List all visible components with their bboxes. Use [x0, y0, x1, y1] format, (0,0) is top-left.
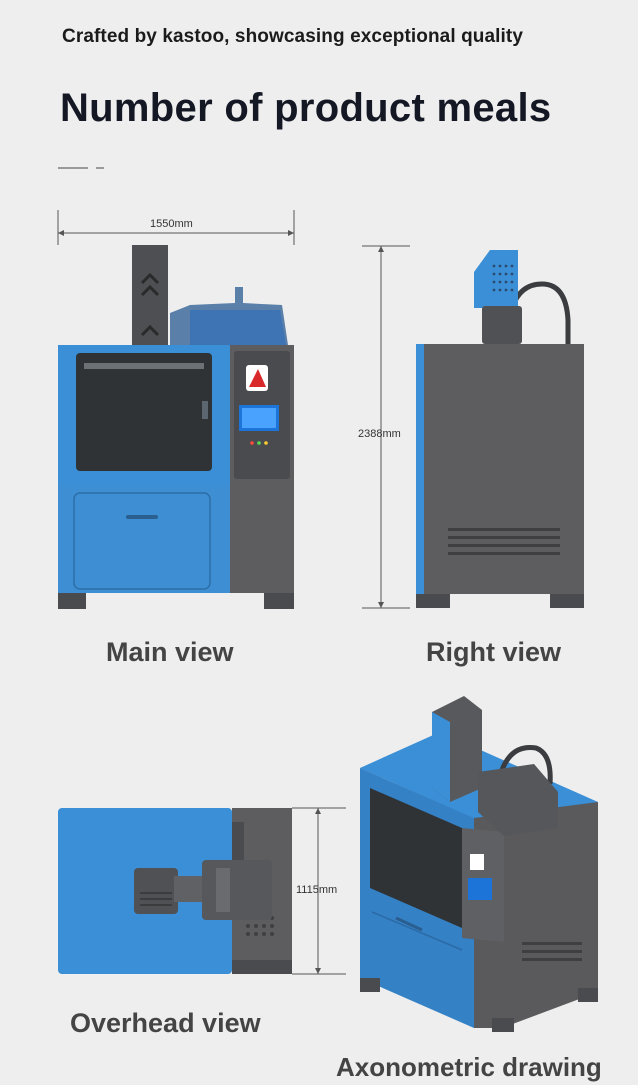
overhead-view-depth-dimension: 1115mm [296, 884, 338, 896]
main-view-drawing [57, 210, 295, 609]
overhead-view-drawing [58, 807, 346, 975]
tagline: Crafted by kastoo, showcasing exceptiona… [62, 26, 524, 47]
right-view-height-dimension: 2388mm [358, 428, 401, 440]
overhead-view-label: Overhead view [70, 1008, 261, 1038]
axonometric-drawing [360, 696, 598, 1032]
right-view-label: Right view [426, 637, 562, 667]
main-view-width-dimension: 1550mm [150, 218, 193, 230]
title-divider [58, 167, 104, 185]
right-view-drawing [362, 245, 584, 609]
axonometric-drawing-label: Axonometric drawing [336, 1052, 602, 1082]
page-title: Number of product meals [60, 86, 552, 130]
main-view-label: Main view [106, 637, 234, 667]
